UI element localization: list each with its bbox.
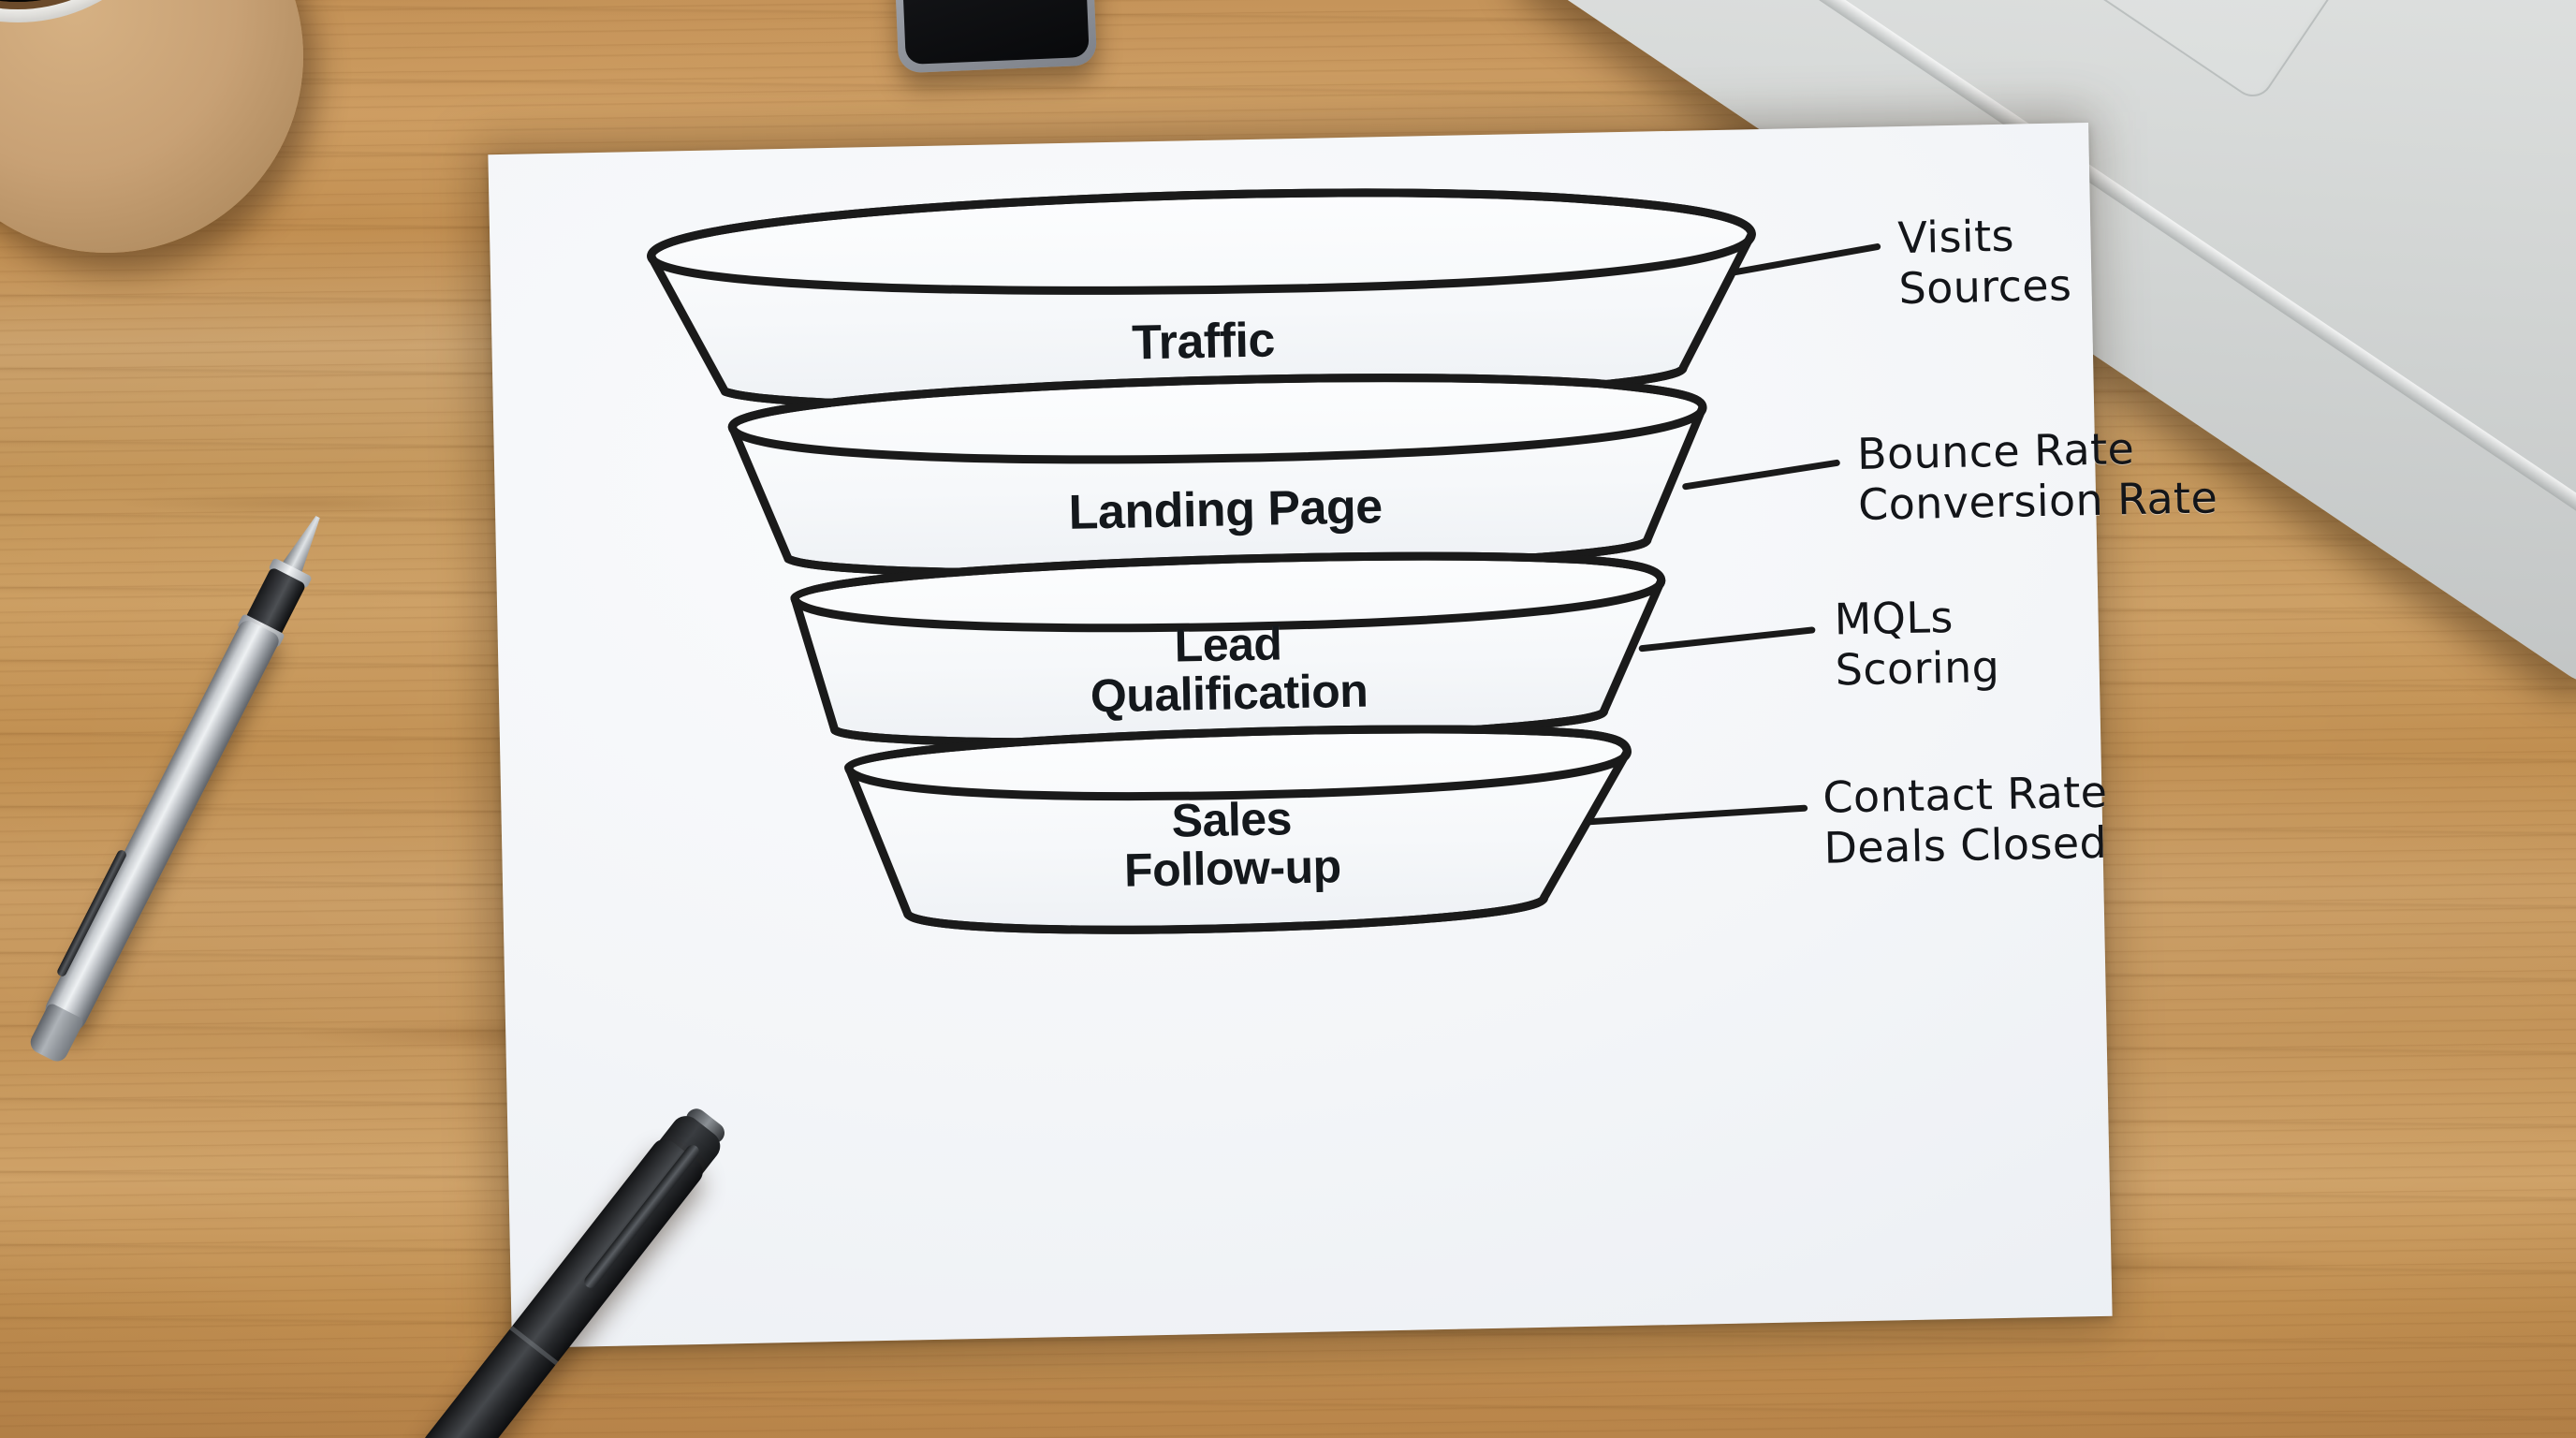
leader-line-lead	[1638, 626, 1816, 653]
funnel-stage-landing-page[interactable]	[727, 370, 1707, 580]
laptop-trackpad	[1777, 0, 2552, 105]
smartphone-screen	[897, 0, 1090, 66]
funnel-rim-lead	[790, 551, 1666, 633]
funnel-rim-landing	[727, 374, 1707, 464]
funnel-rim-traffic	[647, 188, 1756, 295]
funnel-rim-sales	[844, 725, 1632, 801]
funnel-base-sales	[903, 893, 1549, 934]
smartphone	[888, 0, 1098, 74]
funnel-band-lead	[790, 551, 1666, 747]
leader-line-sales	[1584, 804, 1808, 826]
coffee-cup	[0, 0, 303, 253]
ballpoint-pen	[13, 486, 357, 1069]
leader-line-traffic	[1732, 243, 1881, 276]
pen-barrel	[39, 617, 283, 1038]
funnel-stage-sales-follow-up[interactable]	[844, 724, 1632, 935]
paper-sheet: Traffic Landing Page Lead Qualification …	[488, 122, 2218, 1349]
diagram-canvas: Traffic Landing Page Lead Qualification …	[488, 123, 2218, 1348]
funnel-diagram	[647, 188, 1881, 935]
funnel-band-sales	[844, 725, 1632, 934]
funnel-stage-lead-qualification[interactable]	[790, 550, 1666, 749]
leader-line-landing	[1682, 459, 1840, 491]
